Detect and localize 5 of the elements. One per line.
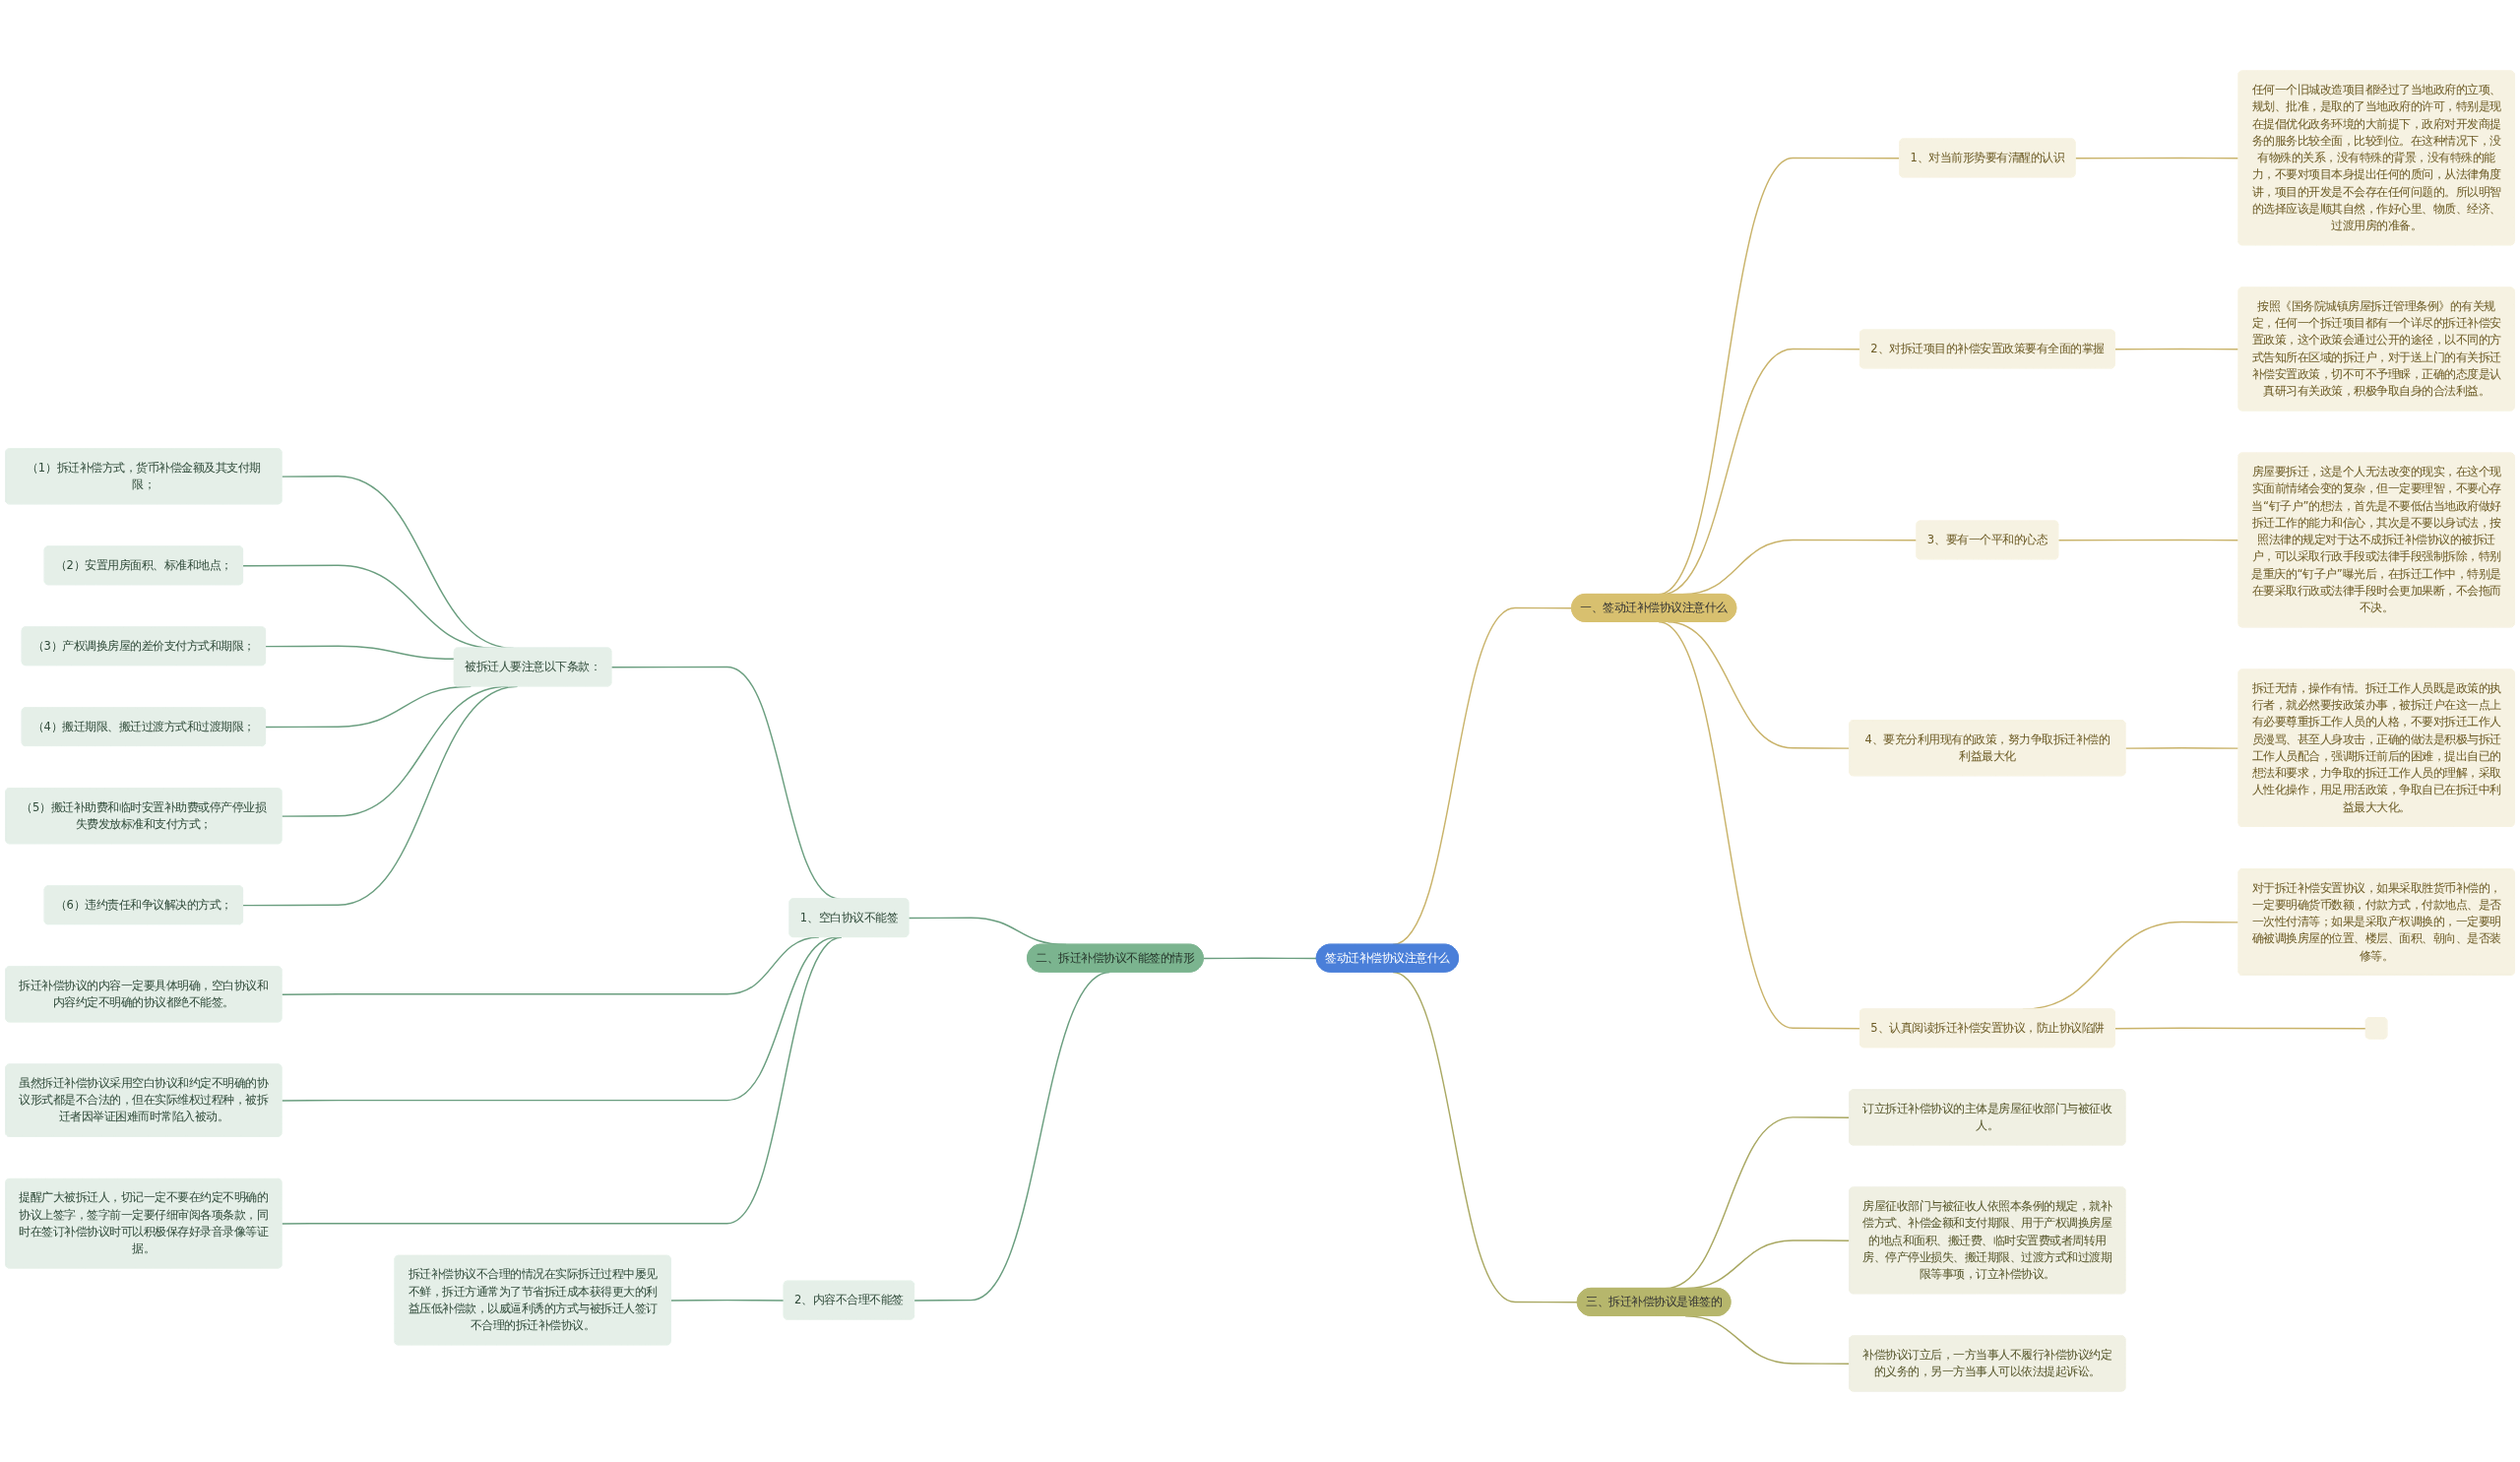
connector: [669, 1299, 786, 1302]
connector: [281, 936, 843, 1225]
connector: [2113, 1027, 2367, 1030]
connector: [265, 645, 456, 660]
connector: [1202, 957, 1318, 960]
